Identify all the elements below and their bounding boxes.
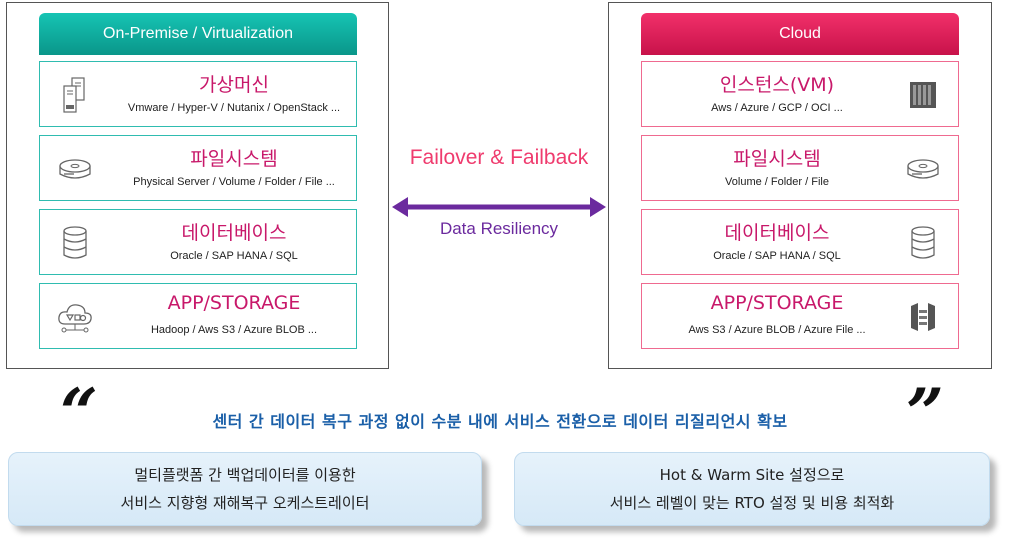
orchestrator-line-1: 멀티플랫폼 간 백업데이터를 이용한	[134, 466, 356, 484]
rto-box: Hot & Warm Site 설정으로 서비스 레벨이 맞는 RTO 설정 및…	[514, 452, 990, 526]
orchestrator-line-2: 서비스 지향형 재해복구 오케스트레이터	[120, 494, 370, 512]
right-row-app-storage: APP/STORAGE Aws S3 / Azure BLOB / Azure …	[641, 283, 959, 349]
database-icon	[63, 226, 87, 259]
headline-text: 센터 간 데이터 복구 과정 없이 수분 내에 서비스 전환으로 데이터 리질리…	[212, 412, 788, 431]
open-quote-icon: “	[60, 374, 98, 452]
cloud-app-icon	[58, 304, 92, 333]
left-row-app-storage: APP/STORAGE Hadoop / Aws S3 / Azure BLOB…	[39, 283, 357, 349]
right-row-filesystem: 파일시스템 Volume / Folder / File	[641, 135, 959, 201]
database-icon	[911, 226, 935, 259]
left-row-database: 데이터베이스 Oracle / SAP HANA / SQL	[39, 209, 357, 275]
left-row-filesystem: 파일시스템 Physical Server / Volume / Folder …	[39, 135, 357, 201]
data-resiliency-label: Data Resiliency	[439, 219, 559, 238]
rto-line-1: Hot & Warm Site 설정으로	[659, 466, 845, 484]
right-row-database: 데이터베이스 Oracle / SAP HANA / SQL	[641, 209, 959, 275]
left-row-vm-subtitle: Vmware / Hyper-V / Nutanix / OpenStack .…	[127, 102, 341, 114]
failover-label: Failover & Failback	[409, 146, 589, 169]
orchestrator-box: 멀티플랫폼 간 백업데이터를 이용한 서비스 지향형 재해복구 오케스트레이터	[8, 452, 482, 526]
cloud-panel: Cloud 인스턴스(VM) Aws / Azure / GCP / OCI .…	[608, 2, 992, 369]
right-row-instance-subtitle: Aws / Azure / GCP / OCI ...	[711, 102, 843, 114]
on-premise-header: On-Premise / Virtualization	[39, 13, 357, 55]
right-row-app-storage-title: APP/STORAGE	[710, 292, 844, 314]
left-row-filesystem-subtitle: Physical Server / Volume / Folder / File…	[133, 176, 335, 188]
left-row-app-storage-subtitle: Hadoop / Aws S3 / Azure BLOB ...	[150, 324, 318, 336]
right-row-database-subtitle: Oracle / SAP HANA / SQL	[713, 250, 841, 262]
left-row-vm-title: 가상머신	[199, 74, 269, 96]
on-premise-panel: On-Premise / Virtualization 가상머신 Vmware …	[6, 2, 389, 369]
bidirectional-arrow-icon	[392, 197, 606, 217]
server-icon	[63, 77, 85, 113]
disk-icon	[59, 159, 91, 179]
cloud-header: Cloud	[641, 13, 959, 55]
left-row-database-subtitle: Oracle / SAP HANA / SQL	[170, 250, 298, 262]
right-row-instance: 인스턴스(VM) Aws / Azure / GCP / OCI ...	[641, 61, 959, 127]
right-row-filesystem-subtitle: Volume / Folder / File	[725, 176, 829, 188]
right-row-filesystem-title: 파일시스템	[733, 148, 821, 170]
disk-icon	[907, 159, 939, 179]
left-row-vm: 가상머신 Vmware / Hyper-V / Nutanix / OpenSt…	[39, 61, 357, 127]
instance-icon	[910, 82, 936, 108]
close-quote-icon: ”	[906, 374, 944, 452]
right-row-app-storage-subtitle: Aws S3 / Azure BLOB / Azure File ...	[688, 324, 866, 336]
rto-line-2: 서비스 레벨이 맞는 RTO 설정 및 비용 최적화	[609, 494, 895, 512]
right-row-instance-title: 인스턴스(VM)	[719, 74, 835, 96]
storage-gateway-icon	[911, 303, 935, 331]
left-row-database-title: 데이터베이스	[181, 222, 287, 244]
left-row-filesystem-title: 파일시스템	[190, 148, 278, 170]
right-row-database-title: 데이터베이스	[724, 222, 830, 244]
left-row-app-storage-title: APP/STORAGE	[167, 292, 301, 314]
